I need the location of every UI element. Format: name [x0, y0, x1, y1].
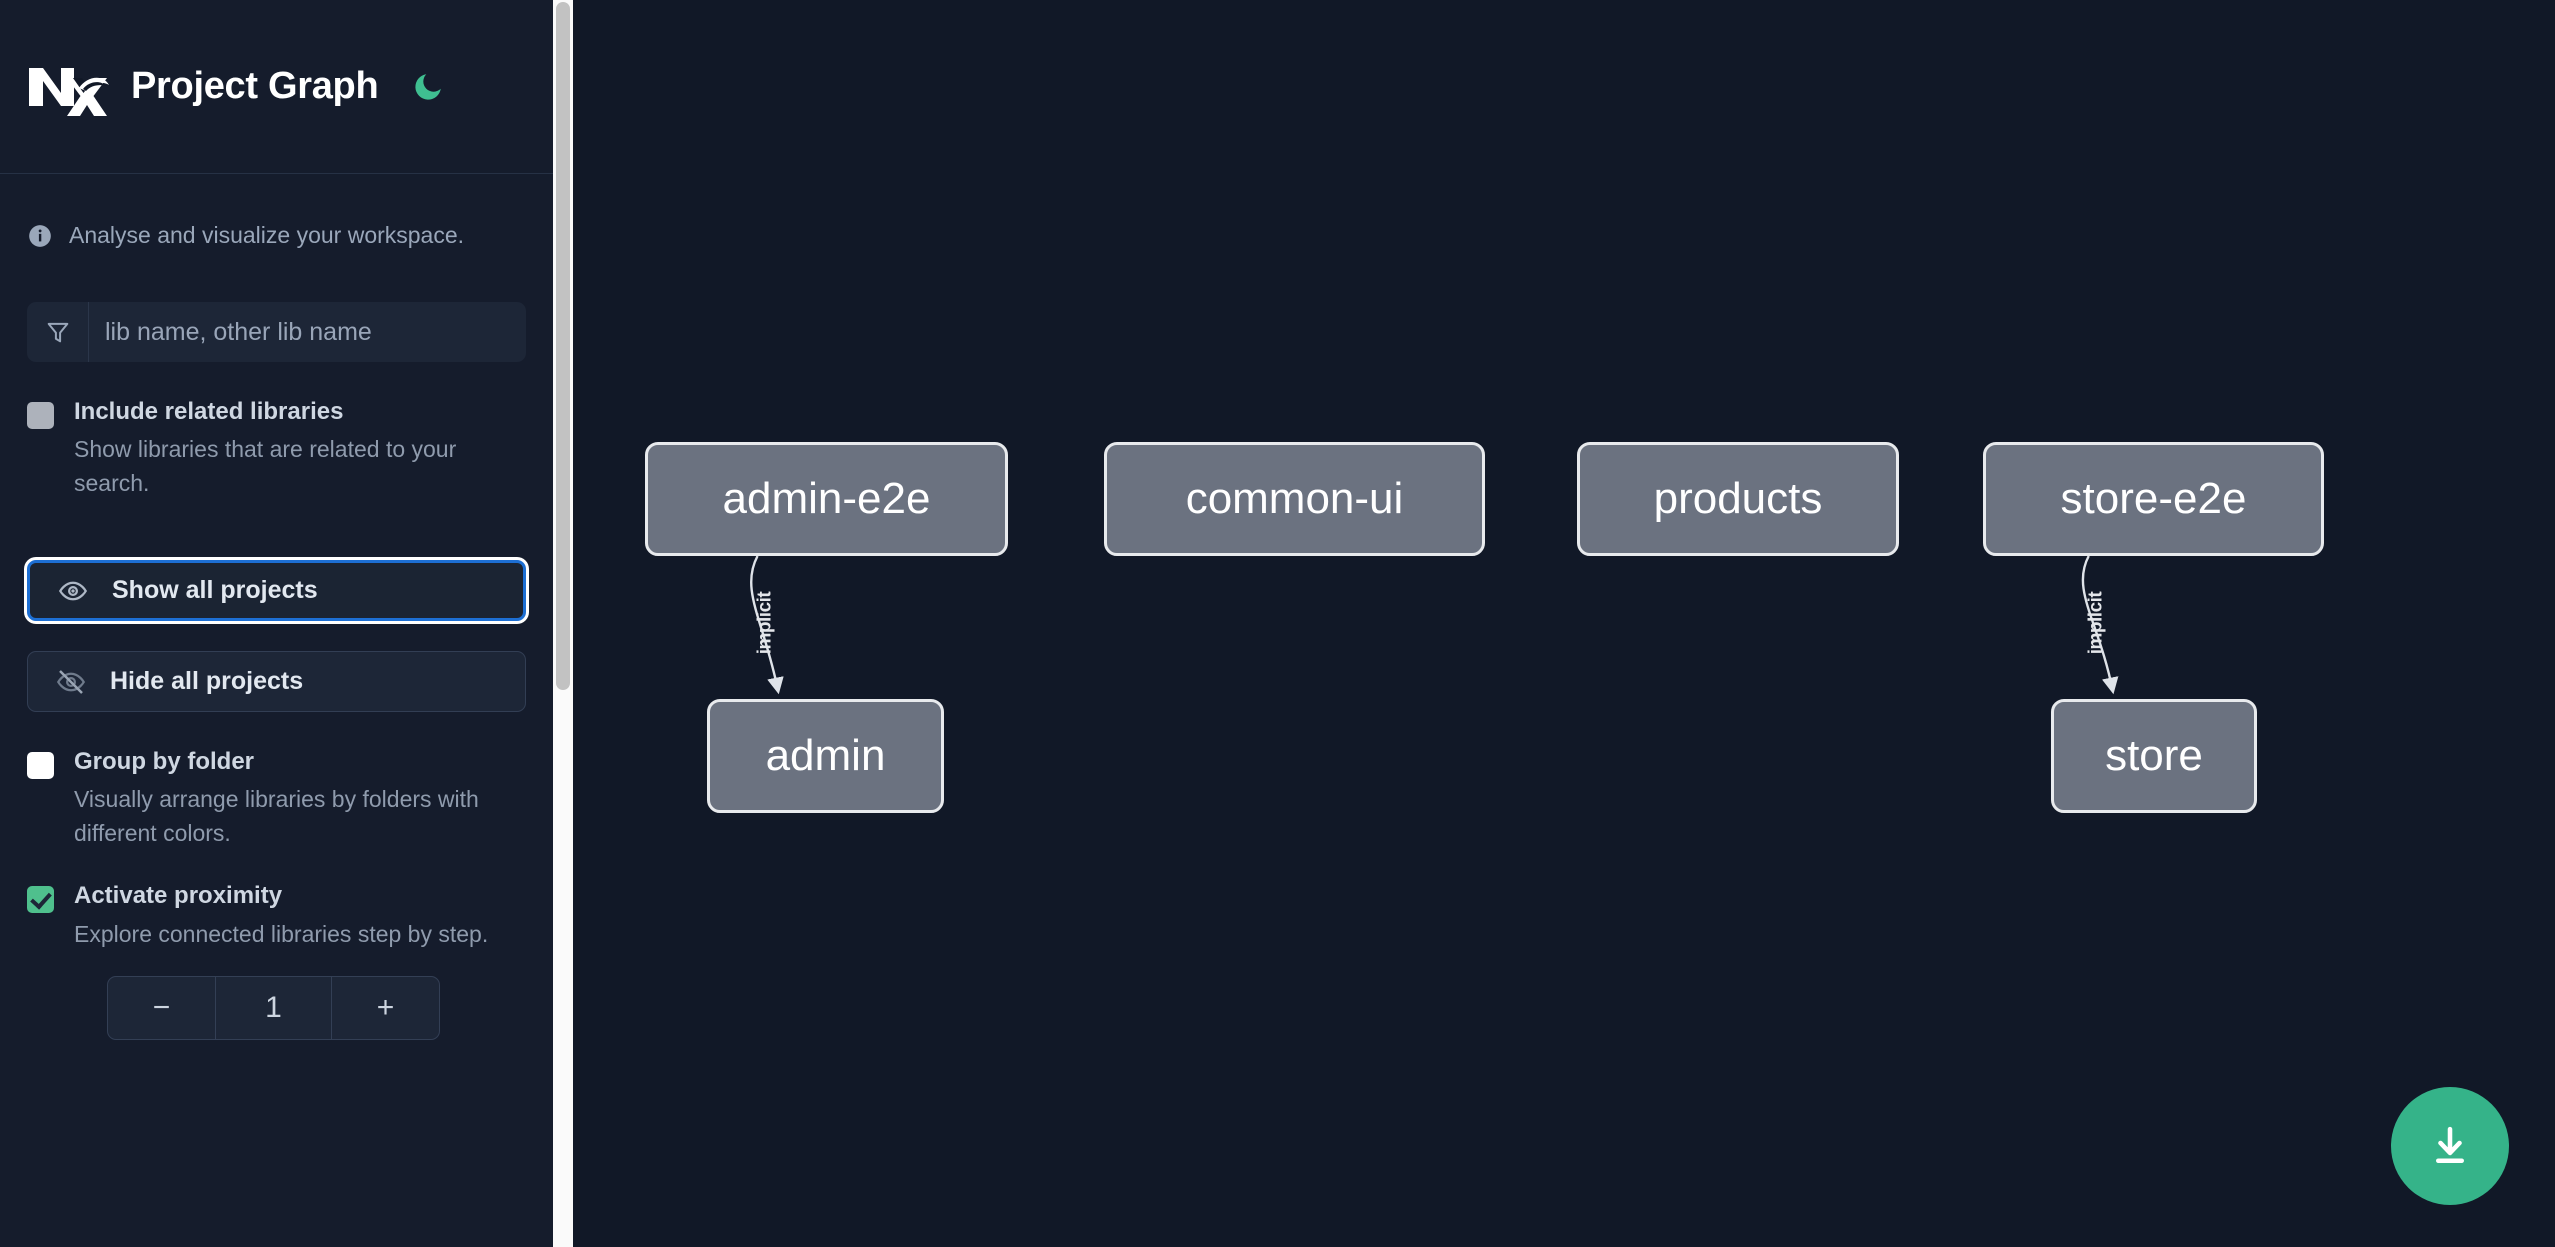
- show-all-projects-label: Show all projects: [112, 576, 318, 605]
- graph-edge-label: implicit: [753, 591, 775, 654]
- option-description: Visually arrange libraries by folders wi…: [74, 786, 479, 846]
- show-all-projects-wrapper: Show all projects: [0, 560, 553, 622]
- eye-icon: [56, 574, 90, 608]
- nx-logo-icon: [27, 58, 109, 116]
- graph-node-label: store-e2e: [2060, 474, 2247, 523]
- graph-node-label: admin: [765, 731, 886, 780]
- proximity-decrement-button[interactable]: −: [108, 976, 216, 1039]
- filter-funnel-icon[interactable]: [27, 302, 89, 362]
- proximity-stepper: − 1 +: [107, 975, 440, 1040]
- graph-node-common-ui[interactable]: common-ui: [1104, 442, 1485, 556]
- group-by-folder-checkbox[interactable]: [27, 752, 54, 780]
- info-icon: [27, 223, 53, 249]
- option-description: Show libraries that are related to your …: [74, 436, 457, 496]
- graph-node-label: common-ui: [1185, 474, 1404, 523]
- proximity-value: 1: [265, 990, 282, 1024]
- workspace-tagline: Analyse and visualize your workspace.: [0, 174, 553, 249]
- graph-node-admin[interactable]: admin: [707, 699, 944, 813]
- moon-icon[interactable]: [408, 67, 448, 107]
- option-activate-proximity[interactable]: Activate proximity Explore connected lib…: [0, 880, 553, 951]
- search-input[interactable]: [89, 302, 526, 362]
- graph-edge-store-e2e-to-store: [2081, 555, 2119, 695]
- graph-node-store-e2e[interactable]: store-e2e: [1983, 442, 2324, 556]
- sidebar-scrollbar-track[interactable]: [553, 0, 573, 1247]
- search-field-wrapper: [27, 302, 526, 362]
- download-icon: [2436, 1126, 2464, 1164]
- graph-node-admin-e2e[interactable]: admin-e2e: [645, 442, 1008, 556]
- graph-node-label: store: [2105, 731, 2203, 780]
- graph-node-store[interactable]: store: [2051, 699, 2257, 813]
- tagline-text: Analyse and visualize your workspace.: [69, 222, 465, 248]
- graph-node-label: admin-e2e: [722, 474, 931, 523]
- graph-node-label: products: [1653, 474, 1823, 523]
- hide-all-projects-button[interactable]: Hide all projects: [27, 651, 526, 713]
- graph-node-products[interactable]: products: [1577, 442, 1899, 556]
- graph-edges-layer: [750, 555, 2119, 695]
- graph-edge-label: implicit: [2084, 591, 2106, 654]
- proximity-increment-button[interactable]: +: [331, 976, 439, 1039]
- graph-edge-admin-e2e-to-admin: [750, 555, 784, 695]
- include-related-libraries-checkbox[interactable]: [27, 402, 54, 429]
- sidebar: Project Graph Analyse and visualize your…: [0, 0, 553, 1247]
- graph-canvas[interactable]: admin-e2e common-ui products store-e2e admin…: [553, 0, 2555, 1247]
- option-include-related-libraries[interactable]: Include related libraries Show libraries…: [0, 396, 553, 500]
- option-label: Group by folder: [74, 748, 254, 776]
- sidebar-header: Project Graph: [0, 0, 553, 174]
- page-title: Project Graph: [131, 65, 379, 107]
- sidebar-scrollbar-thumb[interactable]: [556, 2, 570, 690]
- show-all-projects-button[interactable]: Show all projects: [27, 560, 526, 622]
- eye-slash-icon: [54, 665, 88, 699]
- hide-all-projects-label: Hide all projects: [110, 667, 304, 696]
- option-label: Include related libraries: [74, 398, 344, 425]
- option-description: Explore connected libraries step by step…: [74, 920, 489, 947]
- hide-all-projects-wrapper: Hide all projects: [0, 651, 553, 713]
- download-graph-button[interactable]: [2391, 1087, 2509, 1205]
- option-group-by-folder[interactable]: Group by folder Visually arrange librari…: [0, 746, 553, 850]
- option-label: Activate proximity: [74, 882, 283, 910]
- activate-proximity-checkbox[interactable]: [27, 886, 54, 914]
